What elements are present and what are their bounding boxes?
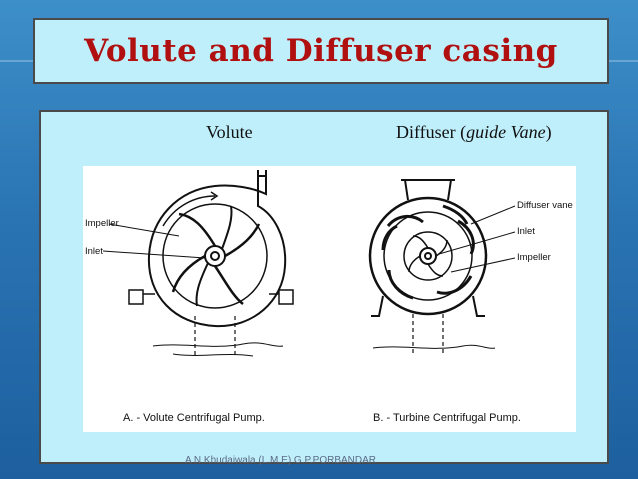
volute-label: Volute [206,122,253,142]
diffuser-pump-drawing [368,179,516,356]
callout-impeller-right: Impeller [517,252,551,263]
volute-pump-drawing [102,170,294,357]
callout-diffuser-vane: Diffuser vane [517,200,573,211]
title-banner: Volute and Diffuser casing [33,18,609,84]
callout-impeller-left: Impeller [85,218,119,229]
pump-diagram-figure: Impeller Inlet Diffuser vane Inlet Impel… [83,166,576,432]
diffuser-label: Diffuser (guide Vane) [396,122,552,142]
slide-title: Volute and Diffuser casing [84,33,558,69]
caption-turbine-pump: B. - Turbine Centrifugal Pump. [373,412,521,424]
callout-inlet-right: Inlet [517,226,535,237]
footer-credit: A N Khudaiwala (L.M.E) G.P.PORBANDAR [185,455,376,466]
content-panel: Volute Diffuser (guide Vane) [39,110,609,464]
caption-volute-pump: A. - Volute Centrifugal Pump. [123,412,265,424]
callout-inlet-left: Inlet [85,246,103,257]
diffuser-label-italic: guide Vane [466,122,546,142]
pump-diagram-drawing [102,170,516,357]
